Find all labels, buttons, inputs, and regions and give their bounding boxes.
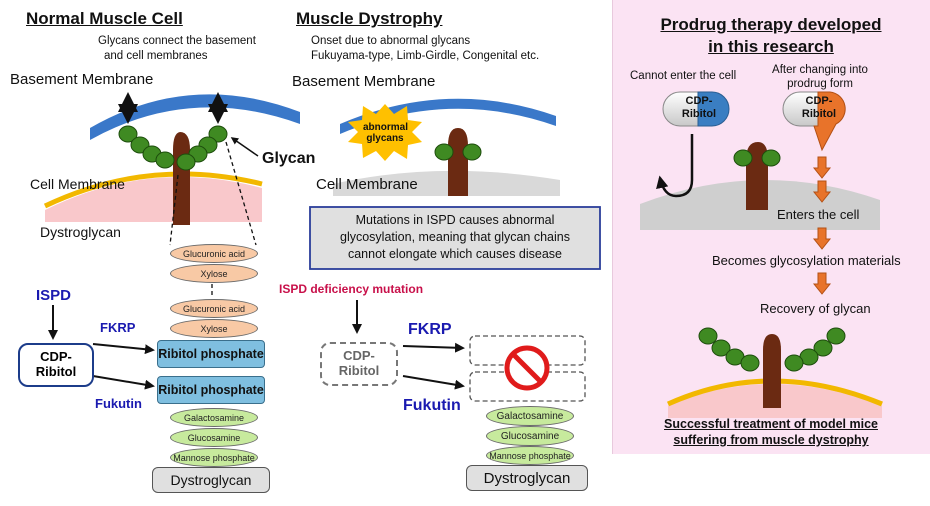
capsule-line1: CDP- — [685, 95, 713, 107]
glycan-label: Glycan — [262, 150, 316, 167]
dystrophy-dystroglycan-base: Dystroglycan — [466, 465, 588, 491]
box-line2: glycosylation, meaning that glycan chain… — [340, 230, 570, 244]
dystrophy-cdp-line1: CDP- — [343, 348, 375, 364]
dystrophy-short-glycans — [434, 143, 482, 161]
result-line2: suffering from muscle dystrophy — [673, 433, 869, 447]
dystrophy-mannose-phosphate: Mannose phosphate — [486, 446, 574, 465]
mutation-explanation-text: Mutations in ISPD causes abnormal glycos… — [310, 212, 600, 263]
mutation-explanation-box — [309, 206, 601, 270]
after-line2: prodrug form — [787, 78, 853, 90]
normal-cell-membrane — [43, 171, 263, 209]
normal-dystroglycan-base: Dystroglycan — [152, 467, 270, 493]
glucuronic-acid-1: Glucuronic acid — [170, 244, 258, 263]
normal-fukutin-label: Fukutin — [95, 396, 142, 411]
dystrophy-glucosamine: Glucosamine — [486, 426, 574, 446]
dystrophy-cell-membrane-label: Cell Membrane — [316, 176, 418, 193]
glucuronic-acid-2: Glucuronic acid — [170, 299, 258, 318]
prodrug-title-line1: Prodrug therapy developed — [660, 15, 882, 34]
result-line1: Successful treatment of model mice — [664, 417, 878, 431]
normal-pathway-arrows — [48, 305, 155, 390]
abnormal-glycans-burst — [348, 104, 422, 161]
normal-cdp-line1: CDP- — [40, 349, 72, 365]
capsule-right-half — [697, 91, 730, 127]
normal-cell-interior — [45, 177, 262, 222]
step-glycosylation-materials: Becomes glycosylation materials — [712, 253, 901, 268]
prodrug-title: Prodrug therapy developed in this resear… — [612, 14, 930, 58]
restored-dystroglycan-stalk — [763, 334, 781, 408]
restored-glycan-chains — [698, 327, 846, 372]
prodrug-capsule-line2: Ribitol — [801, 108, 837, 120]
zoom-guide-lines — [169, 141, 257, 298]
capsule-left-half — [662, 91, 699, 127]
prohibited-icon — [504, 345, 550, 391]
dystrophy-cdp-ribitol-box: CDP- Ribitol — [320, 342, 398, 386]
dystrophy-dystroglycan-stalk — [448, 128, 468, 196]
treatment-result: Successful treatment of model mice suffe… — [612, 416, 930, 448]
cannot-enter-label: Cannot enter the cell — [630, 70, 737, 82]
abnormal-glycans-label: abnormal glycans — [363, 122, 409, 144]
dystrophy-title: Muscle Dystrophy — [296, 9, 443, 28]
prodrug-form-label: After changing into prodrug form — [764, 63, 876, 91]
normal-fkrp-label: FKRP — [100, 320, 136, 335]
after-line1: After changing into — [772, 64, 868, 76]
glycan-pointer — [230, 137, 259, 157]
dystrophy-cdp-line2: Ribitol — [338, 363, 380, 378]
normal-dystroglycan-stalk — [173, 132, 190, 225]
box-line1: Mutations in ISPD causes abnormal — [355, 213, 555, 227]
glucosamine: Glucosamine — [170, 428, 258, 447]
dystrophy-cell-interior — [333, 170, 560, 196]
normal-cdp-line2: Ribitol — [35, 364, 77, 379]
ispd-deficiency-label: ISPD deficiency mutation — [279, 282, 424, 296]
normal-cdp-ribitol-box: CDP- Ribitol — [18, 343, 94, 387]
abnormal-line1: abnormal — [363, 122, 409, 133]
bounce-arrow — [656, 134, 694, 198]
mannose-phosphate: Mannose phosphate — [170, 448, 258, 467]
prodrug-tail — [813, 91, 846, 152]
normal-glycan-chains — [118, 125, 228, 171]
dystrophy-fukutin-label: Fukutin — [403, 397, 461, 414]
box-line3: cannot elongate which causes disease — [347, 247, 563, 261]
xylose-1: Xylose — [170, 264, 258, 283]
prodrug-short-glycans — [733, 149, 781, 167]
dystrophy-fkrp-label: FKRP — [408, 321, 452, 338]
capsule-line2: Ribitol — [681, 108, 717, 120]
prodrug-capsule-label: CDP- Ribitol — [797, 95, 841, 121]
dystrophy-pathway-arrows — [352, 300, 465, 390]
normal-dystroglycan-label: Dystroglycan — [40, 224, 121, 240]
ispd-label: ISPD — [36, 287, 72, 304]
galactosamine: Galactosamine — [170, 408, 258, 427]
normal-note-line2: and cell membranes — [104, 50, 208, 62]
normal-basement-membrane — [90, 94, 300, 140]
ribitol-phosphate-1: Ribitol phosphate — [157, 340, 265, 368]
prodrug-left-half — [782, 91, 819, 127]
orange-flow-arrows — [812, 156, 832, 295]
dystrophy-galactosamine: Galactosamine — [486, 406, 574, 426]
normal-title: Normal Muscle Cell — [26, 9, 183, 28]
prodrug-capsule-line1: CDP- — [805, 95, 833, 107]
normal-connection-arrows — [118, 92, 228, 124]
dystrophy-note-line2: Fukuyama-type, Limb-Girdle, Congenital e… — [311, 50, 540, 62]
normal-cell-membrane-label: Cell Membrane — [30, 176, 125, 192]
step-recovery-of-glycan: Recovery of glycan — [760, 301, 871, 316]
normal-basement-label: Basement Membrane — [10, 71, 154, 88]
ribitol-phosphate-2: Ribitol phosphate — [157, 376, 265, 404]
missing-ribitol-slot-1 — [469, 335, 586, 366]
dystrophy-basement-membrane — [340, 98, 556, 134]
capsule-label: CDP- Ribitol — [677, 95, 721, 121]
dystrophy-basement-label: Basement Membrane — [292, 73, 436, 90]
normal-note-line1: Glycans connect the basement — [98, 35, 256, 47]
dystrophy-note-line1: Onset due to abnormal glycans — [311, 35, 471, 47]
prodrug-title-line2: in this research — [708, 37, 834, 56]
abnormal-line2: glycans — [366, 133, 404, 144]
xylose-2: Xylose — [170, 319, 258, 338]
step-enters-cell: Enters the cell — [777, 207, 860, 222]
